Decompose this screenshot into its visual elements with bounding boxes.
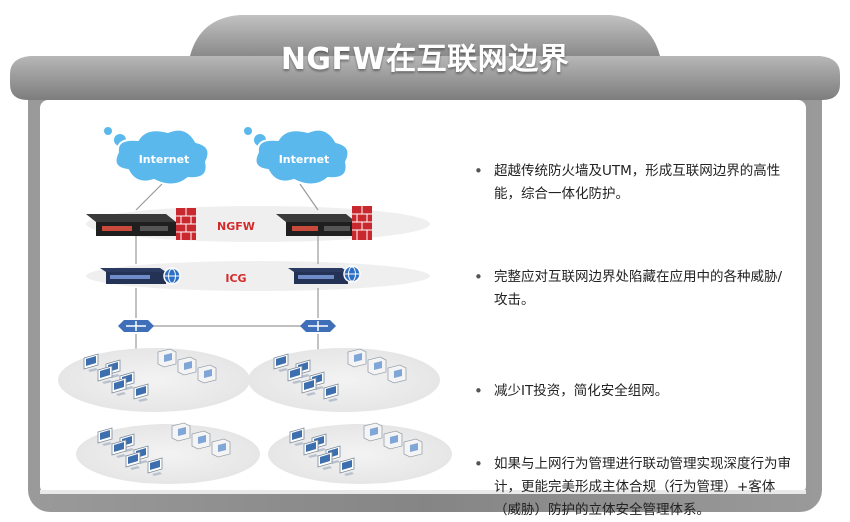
computer-monitor-icon: [157, 348, 177, 368]
computer-monitor-icon: [383, 430, 403, 450]
title-tab: [190, 15, 660, 56]
computer-monitor-icon: [171, 422, 191, 442]
computer-monitor-icon: [191, 430, 211, 450]
computer-monitor-icon: [339, 457, 355, 476]
computer-monitor-icon: [177, 356, 197, 376]
computer-monitor-icon: [403, 438, 423, 458]
computer-monitor-icon: [301, 377, 317, 396]
computer-monitor-icon: [211, 438, 231, 458]
network-switch-icon: [300, 320, 336, 332]
computer-monitor-icon: [147, 457, 163, 476]
computer-monitor-icon: [83, 353, 99, 372]
cloud-icon: [244, 127, 350, 186]
internet-label-right: Internet: [279, 153, 330, 166]
feature-item: 减少IT投资，简化安全组网。: [474, 380, 792, 403]
ngfw-appliance-left: [86, 214, 176, 236]
computer-monitor-icon: [317, 451, 333, 470]
feature-item: 超越传统防火墙及UTM，形成互联网边界的高性能，综合一体化防护。: [474, 160, 792, 206]
computer-monitor-icon: [97, 427, 113, 446]
network-diagram: Internet Internet NGFW: [58, 127, 452, 484]
internet-label-left: Internet: [139, 153, 190, 166]
cloud-icon: [104, 127, 210, 186]
computer-monitor-icon: [347, 348, 367, 368]
icg-label: ICG: [225, 272, 246, 285]
globe-badge-icon: [343, 265, 361, 283]
globe-badge-icon: [163, 267, 181, 285]
computer-monitor-icon: [125, 451, 141, 470]
computer-monitor-icon: [197, 364, 217, 384]
page-title: NGFW在互联网边界: [280, 42, 570, 77]
computer-monitor-icon: [303, 439, 319, 458]
ngfw-appliance-right: [276, 214, 356, 236]
computer-monitor-icon: [287, 365, 303, 384]
computer-monitor-icon: [111, 377, 127, 396]
brick-wall-icon: [352, 206, 372, 240]
network-switch-icon: [118, 320, 154, 332]
icg-appliance-left: [100, 268, 166, 284]
computer-monitor-icon: [111, 439, 127, 458]
feature-list: 超越传统防火墙及UTM，形成互联网边界的高性能，综合一体化防护。 完整应对互联网…: [474, 160, 792, 518]
computer-monitor-icon: [273, 353, 289, 372]
connection-lines: [135, 183, 319, 352]
workstations: [83, 348, 423, 476]
computer-monitor-icon: [289, 427, 305, 446]
icg-appliance-right: [288, 268, 348, 284]
computer-monitor-icon: [363, 422, 383, 442]
feature-item: 完整应对互联网边界处陷藏在应用中的各种威胁/攻击。: [474, 266, 792, 312]
brick-wall-icon: [176, 208, 196, 240]
feature-item: 如果与上网行为管理进行联动管理实现深度行为审计，更能完美形成主体合规（行为管理）…: [474, 453, 792, 522]
computer-monitor-icon: [367, 356, 387, 376]
frame-top-band: [10, 56, 840, 100]
computer-monitor-icon: [323, 383, 339, 402]
computer-monitor-icon: [133, 383, 149, 402]
computer-monitor-icon: [387, 364, 407, 384]
ngfw-label: NGFW: [217, 220, 255, 233]
computer-monitor-icon: [97, 365, 113, 384]
